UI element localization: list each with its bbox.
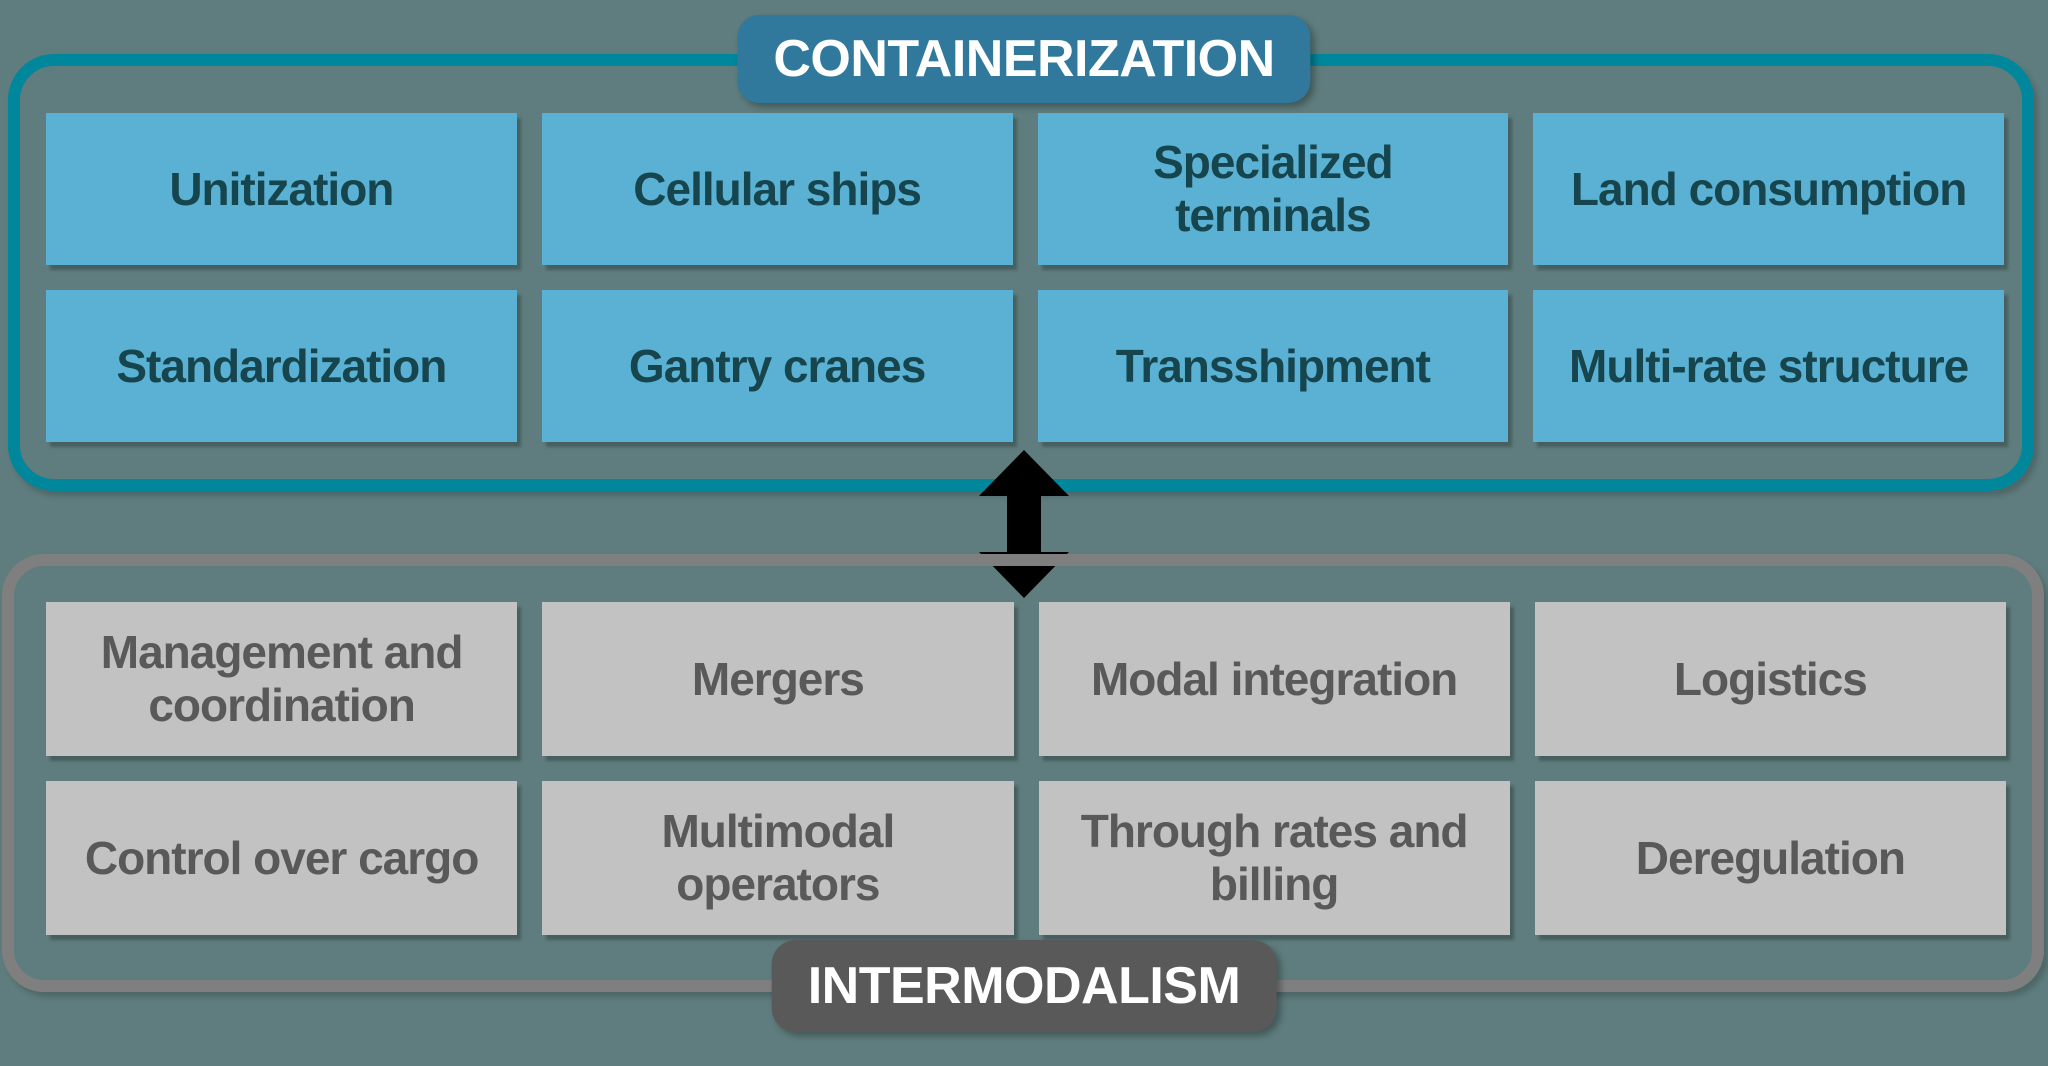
intermodalism-title-badge: INTERMODALISM bbox=[771, 940, 1277, 1032]
intermodalism-section-frame bbox=[2, 554, 2044, 992]
containerization-box-label: Land consumption bbox=[1570, 162, 1967, 215]
containerization-box: Specialized terminals bbox=[1037, 113, 1509, 265]
intermodalism-box: Modal integration bbox=[1038, 602, 1510, 756]
containerization-box-label: Standardization bbox=[116, 339, 447, 392]
intermodalism-title: INTERMODALISM bbox=[807, 957, 1241, 1015]
intermodalism-grid: Management and coordination Mergers Moda… bbox=[46, 602, 2006, 935]
containerization-box-label: Transshipment bbox=[1115, 339, 1431, 392]
containerization-box: Unitization bbox=[46, 113, 517, 265]
intermodalism-box: Through rates and billing bbox=[1038, 781, 1510, 935]
containerization-box: Standardization bbox=[46, 290, 517, 442]
intermodalism-box-label: Management and coordination bbox=[100, 626, 464, 731]
containerization-box-label: Cellular ships bbox=[633, 162, 922, 215]
intermodalism-box-label: Through rates and billing bbox=[1080, 805, 1469, 910]
containerization-title-badge: CONTAINERIZATION bbox=[737, 15, 1311, 103]
containerization-box-label: Gantry cranes bbox=[628, 339, 926, 392]
containerization-box-label: Unitization bbox=[169, 162, 394, 215]
containerization-box: Transshipment bbox=[1037, 290, 1509, 442]
intermodalism-box-label: Multimodal operators bbox=[661, 805, 895, 910]
containerization-box: Multi-rate structure bbox=[1533, 290, 2004, 442]
containerization-grid: Unitization Cellular ships Specialized t… bbox=[46, 113, 2004, 442]
intermodalism-box-label: Control over cargo bbox=[84, 831, 480, 884]
containerization-box: Cellular ships bbox=[541, 113, 1013, 265]
intermodalism-box: Control over cargo bbox=[46, 781, 518, 935]
containerization-title: CONTAINERIZATION bbox=[773, 30, 1275, 88]
containerization-box-label: Multi-rate structure bbox=[1569, 339, 1969, 392]
intermodalism-box-label: Deregulation bbox=[1635, 831, 1906, 884]
intermodalism-box-label: Logistics bbox=[1673, 652, 1868, 705]
intermodalism-box: Mergers bbox=[542, 602, 1014, 756]
containerization-section-frame bbox=[8, 54, 2034, 491]
intermodalism-box: Multimodal operators bbox=[542, 781, 1014, 935]
intermodalism-box: Logistics bbox=[1534, 602, 2006, 756]
containerization-box: Gantry cranes bbox=[541, 290, 1013, 442]
containerization-box: Land consumption bbox=[1533, 113, 2004, 265]
intermodalism-box-label: Modal integration bbox=[1090, 652, 1458, 705]
intermodalism-box: Deregulation bbox=[1534, 781, 2006, 935]
intermodalism-box-label: Mergers bbox=[691, 652, 865, 705]
intermodalism-box: Management and coordination bbox=[46, 602, 518, 756]
containerization-box-label: Specialized terminals bbox=[1153, 136, 1394, 241]
